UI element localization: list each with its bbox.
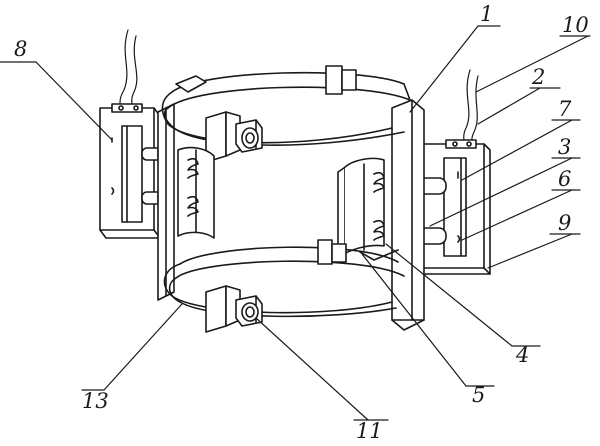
callout-10: 10 <box>562 13 589 37</box>
callout-11: 11 <box>356 419 383 443</box>
right-clamp-pad <box>337 157 399 261</box>
callout-labels: 1 2 3 4 5 6 7 8 9 10 11 13 <box>14 2 589 443</box>
right-vertical-bar <box>391 99 425 331</box>
callout-6: 6 <box>558 167 571 191</box>
callout-3: 3 <box>558 135 571 159</box>
callout-5: 5 <box>472 383 485 407</box>
upper-front-lug <box>205 111 263 163</box>
right-spring-upper <box>373 171 385 193</box>
callout-7: 7 <box>558 97 572 121</box>
upper-ring <box>161 65 411 146</box>
left-spring-lower <box>187 195 199 217</box>
left-cable-2 <box>131 35 138 111</box>
callout-9: 9 <box>558 211 571 235</box>
lower-ring <box>163 239 405 318</box>
callout-1: 1 <box>480 2 493 26</box>
callout-13: 13 <box>82 389 109 413</box>
callout-2: 2 <box>531 65 545 89</box>
leader-lines <box>0 25 591 421</box>
right-inner-rail <box>443 157 467 257</box>
right-cable-2 <box>471 75 479 151</box>
left-spring-upper <box>187 157 199 179</box>
left-inner-rail <box>121 125 143 223</box>
callout-4: 4 <box>515 343 529 367</box>
right-cable <box>463 69 471 147</box>
lower-front-lug <box>205 285 263 333</box>
left-cable <box>119 29 129 111</box>
right-spring-lower <box>373 219 385 241</box>
callout-8: 8 <box>14 37 27 61</box>
left-clamp-pad <box>177 146 215 239</box>
